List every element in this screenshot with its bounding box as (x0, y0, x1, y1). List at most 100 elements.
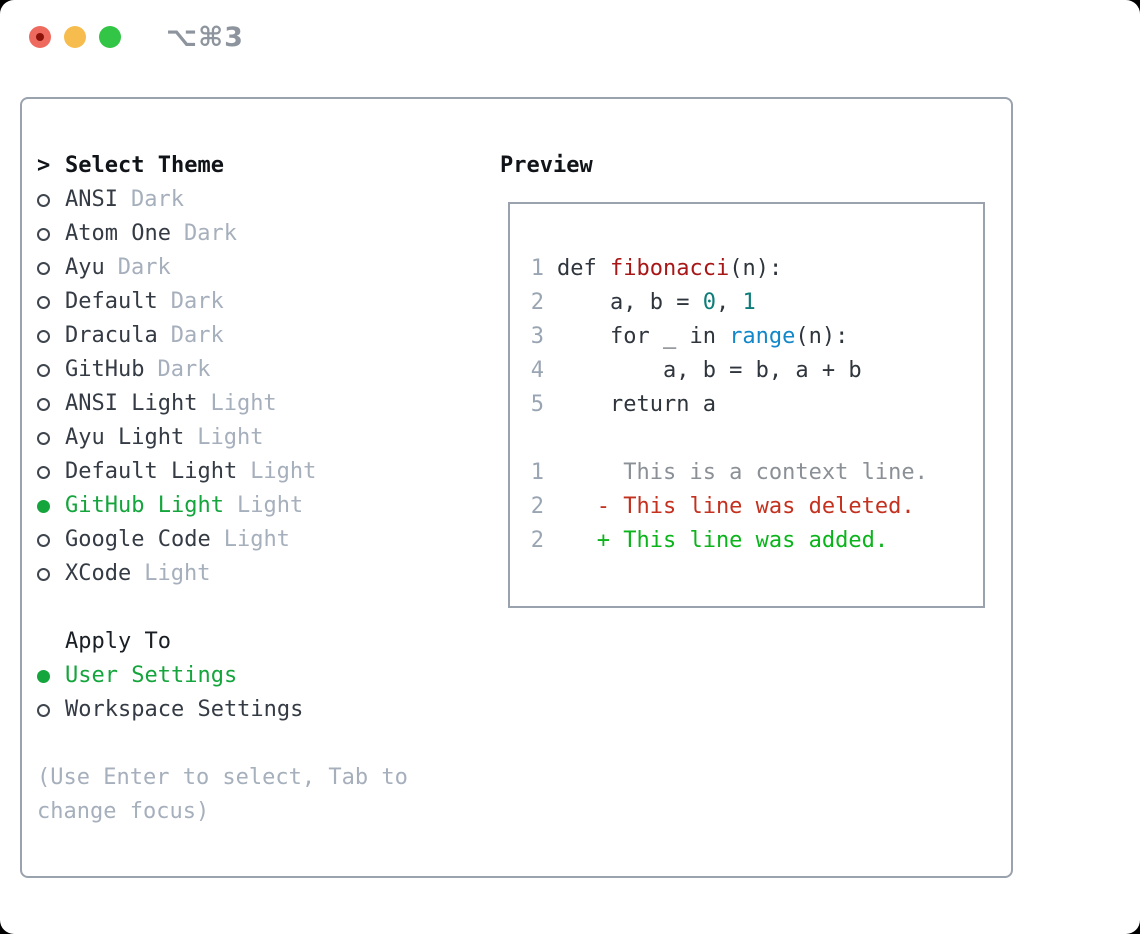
line-number: 4 (530, 358, 544, 383)
code-line: 2 a, b = 0, 1 (510, 286, 983, 320)
radio-icon (37, 261, 65, 275)
code-text: for _ in range(n): (557, 324, 849, 349)
code-text: a, b = 0, 1 (557, 290, 756, 315)
cursor-arrow-icon: > (37, 153, 51, 178)
code-text: This is a context line. (557, 460, 928, 485)
theme-name: Atom One (65, 221, 171, 246)
apply-option-user-settings[interactable]: User Settings (37, 659, 487, 693)
theme-name: Dracula (65, 323, 158, 348)
theme-name: GitHub Light (65, 493, 224, 518)
radio-icon (37, 499, 65, 513)
line-number: 1 (530, 460, 544, 485)
radio-icon (37, 669, 65, 683)
minimize-button[interactable] (64, 26, 86, 48)
apply-option-label: User Settings (65, 663, 238, 688)
section-gap (37, 727, 487, 761)
apply-to-header: Apply To (37, 625, 487, 659)
theme-option-ayu[interactable]: Ayu Dark (37, 251, 487, 285)
apply-option-workspace-settings[interactable]: Workspace Settings (37, 693, 487, 727)
hint-text-line1: (Use Enter to select, Tab to (37, 765, 408, 790)
theme-name: Ayu (65, 255, 105, 280)
line-number: 2 (530, 494, 544, 519)
theme-variant: Dark (170, 323, 224, 348)
close-button[interactable] (29, 26, 51, 48)
window-title: ⌥⌘3 (166, 22, 244, 53)
theme-variant: Light (250, 459, 317, 484)
code-line: 1 This is a context line. (510, 456, 983, 490)
code-line: 1 def fibonacci(n): (510, 252, 983, 286)
line-number: 1 (530, 256, 544, 281)
theme-variant: Light (236, 493, 304, 518)
theme-option-ansi-light[interactable]: ANSI Light Light (37, 387, 487, 421)
apply-option-label: Workspace Settings (65, 697, 304, 722)
theme-variant: Light (144, 561, 211, 586)
select-theme-header: > Select Theme (37, 149, 487, 183)
theme-option-google-code[interactable]: Google Code Light (37, 523, 487, 557)
section-gap (37, 591, 487, 625)
zoom-button[interactable] (99, 26, 121, 48)
theme-variant: Dark (170, 289, 224, 314)
code-text: return a (557, 392, 716, 417)
radio-icon (37, 567, 65, 581)
radio-icon (37, 703, 65, 717)
theme-name: GitHub (65, 357, 145, 382)
theme-variant: Dark (183, 221, 237, 246)
theme-option-dracula[interactable]: Dracula Dark (37, 319, 487, 353)
theme-option-ayu-light[interactable]: Ayu Light Light (37, 421, 487, 455)
line-number: 2 (530, 290, 544, 315)
hint-text-line2: change focus) (37, 799, 210, 824)
radio-icon (37, 397, 65, 411)
code-line: 5 return a (510, 388, 983, 422)
select-theme-label: Select Theme (65, 153, 224, 178)
theme-name: Default (65, 289, 158, 314)
theme-variant: Dark (157, 357, 211, 382)
theme-option-xcode[interactable]: XCode Light (37, 557, 487, 591)
preview-label: Preview (500, 153, 593, 178)
apply-to-label: Apply To (65, 629, 171, 654)
theme-name: XCode (65, 561, 132, 586)
line-number: 3 (530, 324, 544, 349)
code-text: - This line was deleted. (557, 494, 915, 519)
code-line: 3 for _ in range(n): (510, 320, 983, 354)
code-line (510, 422, 983, 456)
code-line: 2 - This line was deleted. (510, 490, 983, 524)
theme-name: Google Code (65, 527, 211, 552)
theme-option-default[interactable]: Default Dark (37, 285, 487, 319)
theme-variant: Light (197, 425, 264, 450)
radio-icon (37, 227, 65, 241)
theme-name: ANSI Light (65, 391, 198, 416)
theme-option-github[interactable]: GitHub Dark (37, 353, 487, 387)
titlebar: ⌥⌘3 (0, 0, 1140, 74)
radio-icon (37, 193, 65, 207)
theme-name: Ayu Light (65, 425, 185, 450)
code-text: a, b = b, a + b (557, 358, 862, 383)
theme-name: Default Light (65, 459, 238, 484)
radio-icon (37, 363, 65, 377)
theme-variant: Light (210, 391, 277, 416)
code-text: + This line was added. (557, 528, 889, 553)
code-line: 4 a, b = b, a + b (510, 354, 983, 388)
radio-icon (37, 465, 65, 479)
line-number: 5 (530, 392, 544, 417)
radio-icon (37, 329, 65, 343)
theme-variant: Dark (117, 255, 171, 280)
theme-option-atom-one[interactable]: Atom One Dark (37, 217, 487, 251)
code-line: 2 + This line was added. (510, 524, 983, 558)
theme-variant: Light (223, 527, 290, 552)
line-number: 2 (530, 528, 544, 553)
theme-name: ANSI (65, 187, 118, 212)
radio-icon (37, 295, 65, 309)
radio-icon (37, 533, 65, 547)
theme-option-github-light[interactable]: GitHub Light Light (37, 489, 487, 523)
theme-option-default-light[interactable]: Default Light Light (37, 455, 487, 489)
close-dot-icon (36, 33, 44, 41)
code-text: def fibonacci(n): (557, 256, 783, 281)
